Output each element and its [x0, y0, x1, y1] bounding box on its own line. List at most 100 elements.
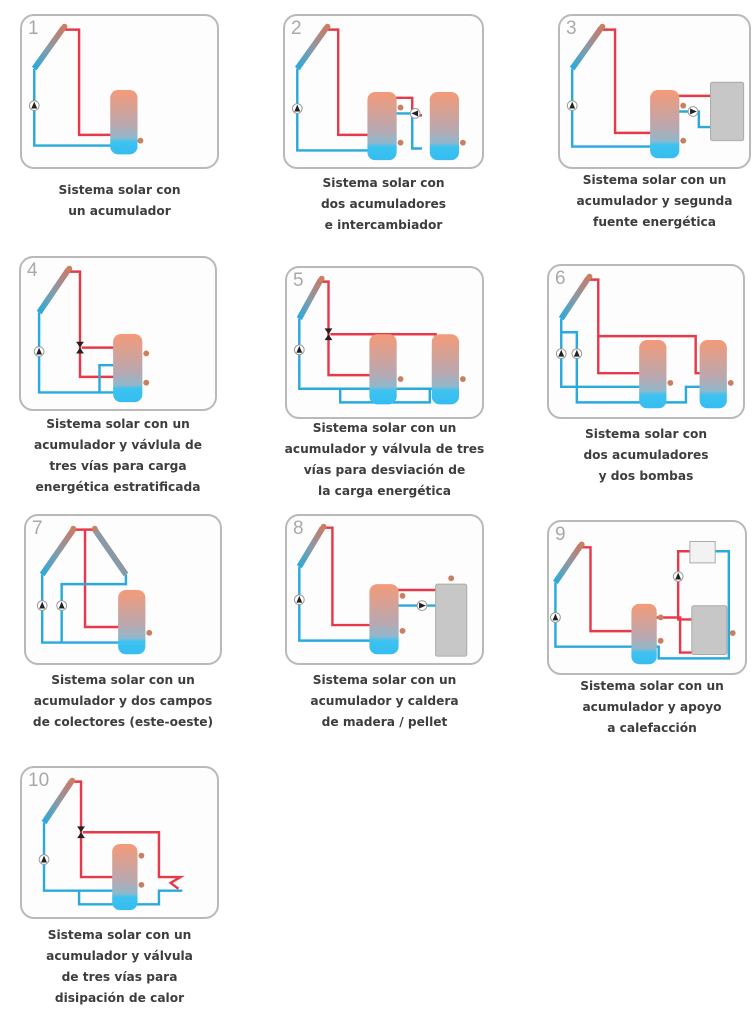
sensor-icon — [729, 630, 736, 636]
cold-pipe — [570, 68, 656, 148]
tank-icon — [699, 340, 727, 409]
diagram-caption: Sistema solar con un acumulador y dos ca… — [14, 670, 232, 733]
diagram-number: 10 — [28, 770, 50, 791]
caption-line: la carga energética — [318, 484, 451, 498]
caption-line: fuente energética — [593, 215, 716, 229]
diagram-number: 8 — [293, 518, 304, 539]
caption-line: energética estratificada — [35, 480, 201, 494]
solar-collector-icon — [294, 25, 329, 71]
diagram-frame: 10 — [20, 766, 219, 919]
sensor-icon — [727, 379, 734, 386]
sensor-icon — [146, 629, 153, 636]
cold-pipe — [560, 318, 651, 389]
solar-schematic — [36, 525, 153, 655]
diagram-frame: 4 — [19, 256, 217, 411]
cold-pipe — [650, 550, 731, 660]
caption-line: de tres vías para — [61, 970, 178, 984]
diagram-caption: Sistema solar con un acumulador — [20, 180, 219, 222]
solar-schematic — [293, 275, 466, 405]
tank-icon — [118, 589, 146, 655]
caption-line: acumulador y apoyo — [582, 700, 722, 714]
caption-line: Sistema solar con un — [46, 417, 190, 431]
diagram-frame: 3 — [558, 14, 751, 169]
cold-pipe — [296, 68, 384, 152]
sensor-icon — [397, 376, 404, 382]
hot-pipe — [320, 526, 374, 627]
sensor-icon — [680, 137, 687, 144]
diagram-caption: Sistema solar con un acumulador y válvul… — [275, 418, 494, 502]
solar-schematic — [38, 777, 185, 911]
diagram-caption: Sistema solar con dos acumuladores y dos… — [547, 424, 745, 487]
cold-pipe — [42, 822, 124, 892]
caption-line: disipación de calor — [54, 991, 185, 1005]
caption-line: Sistema solar con — [58, 183, 181, 197]
cold-pipe — [298, 318, 454, 390]
caption-line: a calefacción — [607, 721, 697, 735]
diagram-caption: Sistema solar con un acumulador y válvul… — [10, 925, 229, 1009]
solar-collector-icon — [31, 25, 66, 71]
diagram-caption: Sistema solar con dos acumuladores e int… — [283, 173, 484, 236]
boiler-icon — [691, 605, 728, 655]
solar-schematic — [566, 23, 745, 159]
solar-schematic — [293, 523, 468, 657]
diagram-number: 1 — [28, 18, 39, 39]
solar-collector-icon — [553, 543, 584, 585]
sensor-icon — [399, 592, 406, 599]
diagram-frame: 9 — [547, 520, 747, 675]
caption-line: Sistema solar con un — [312, 673, 457, 687]
tank-icon — [367, 91, 397, 161]
three-way-valve-icon — [76, 341, 84, 354]
diagram-frame: 5 — [285, 266, 484, 419]
diagram-caption: Sistema solar con un acumulador y apoyo … — [547, 676, 756, 739]
diagram-number: 6 — [555, 268, 566, 289]
cold-pipe — [561, 331, 712, 404]
sensor-icon — [459, 376, 466, 382]
diagram-caption: Sistema solar con un acumulador y calder… — [285, 670, 484, 733]
diagram-caption: Sistema solar con un acumulador y segund… — [558, 170, 751, 233]
caption-line: acumulador y caldera — [310, 694, 459, 708]
sensor-icon — [459, 139, 466, 146]
tank-icon — [369, 584, 399, 655]
caption-line: de colectores (este-oeste) — [32, 715, 214, 729]
solar-schematic — [550, 540, 736, 665]
sensor-icon — [143, 379, 150, 386]
cold-pipe — [40, 574, 130, 644]
tank-icon — [110, 90, 138, 155]
sensor-icon — [137, 137, 144, 144]
solar-schematic — [33, 265, 150, 403]
solar-collector-icon — [558, 276, 591, 321]
solar-collector-icon — [569, 25, 604, 71]
three-way-valve-icon — [77, 826, 85, 839]
radiator-icon — [689, 540, 716, 564]
cold-pipe — [60, 574, 128, 643]
solar-schematic — [291, 23, 466, 161]
caption-line: Sistema solar con un — [312, 421, 457, 435]
boiler-icon — [710, 81, 745, 142]
diagram-number: 3 — [566, 18, 577, 39]
caption-line: acumulador y válvula de tres — [284, 442, 485, 456]
tank-icon — [369, 334, 397, 405]
hot-pipe — [601, 28, 656, 135]
caption-line: dos acumuladores — [583, 448, 709, 462]
boiler-icon — [435, 583, 468, 657]
caption-line: dos acumuladores — [320, 197, 447, 211]
hot-pipe — [676, 550, 692, 621]
tank-icon — [429, 91, 459, 161]
hot-pipe — [63, 28, 128, 137]
solar-collector-icon — [41, 780, 74, 825]
solar-schematic — [555, 273, 734, 409]
tank-icon — [650, 90, 680, 159]
sensor-icon — [657, 637, 664, 644]
tank-icon — [631, 603, 657, 665]
diagram-number: 9 — [555, 524, 566, 545]
caption-line: vías para desviación de — [303, 463, 466, 477]
diagram-number: 4 — [27, 260, 38, 281]
cold-pipe — [33, 68, 128, 147]
caption-line: Sistema solar con un — [47, 928, 192, 942]
diagram-number: 5 — [293, 270, 304, 291]
sensor-icon — [397, 139, 404, 146]
solar-collector-icon — [296, 278, 324, 321]
solar-collector-icon — [36, 268, 71, 315]
hot-pipe — [578, 546, 634, 633]
caption-line: acumulador y vávlula de — [33, 438, 203, 452]
